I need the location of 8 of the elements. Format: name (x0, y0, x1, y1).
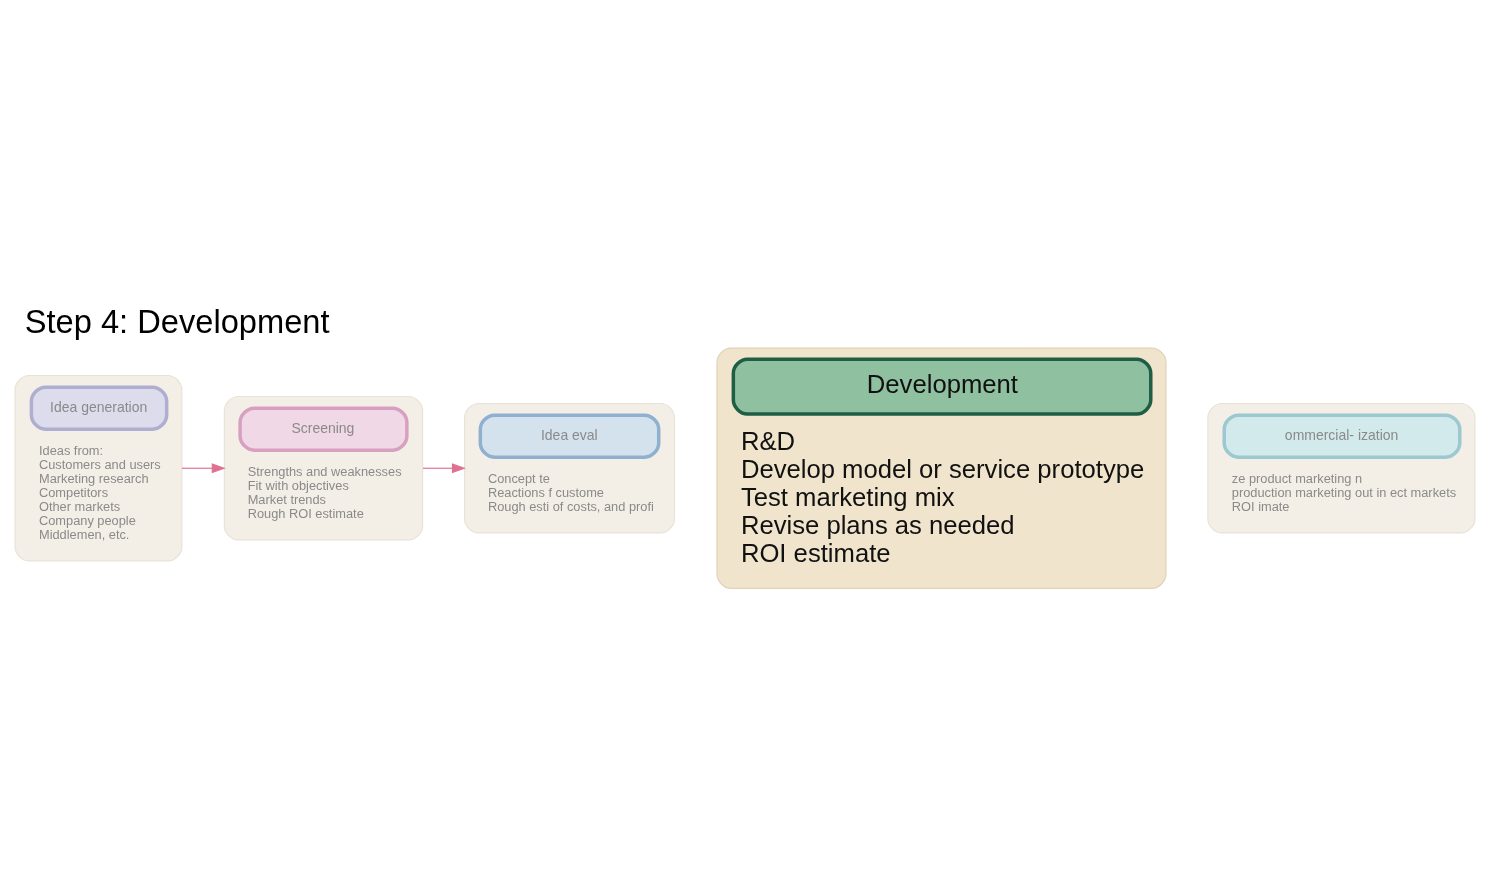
node-box: Idea generation Ideas from: Customers and users Marketing research Competitors Other markets Company people Middlemen, etc. (14, 374, 183, 561)
diagram-title: Step 4: Development (24, 302, 330, 340)
arrow (181, 462, 226, 473)
node-box: Development R&D Develop model or service prototype Test marketing mix Revise plans as needed ROI estimate (716, 347, 1167, 589)
node-box: Idea eval Concept te Reactions f custome Rough esti of costs, and profi (464, 402, 676, 534)
node-box: Screening Strengths and weaknesses Fit with objectives Market trends Rough ROI estimate (223, 395, 424, 541)
node-box: ommercial- ization ze product marketing n production marketing out in ect markets ROI imate (1207, 402, 1476, 534)
arrow (422, 462, 466, 473)
